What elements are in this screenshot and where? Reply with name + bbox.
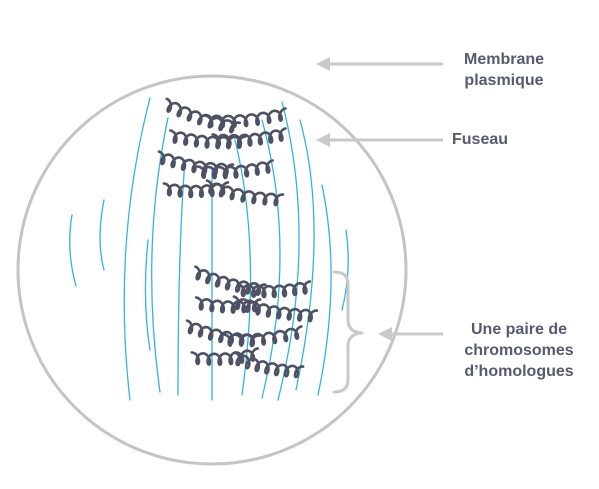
spindle-fibre: [69, 214, 77, 287]
chromosome-coil: [232, 295, 319, 323]
spindle-fibres: [69, 97, 349, 401]
pair-brace: [332, 270, 364, 394]
label-paire-line-2: chromosomes: [464, 342, 574, 359]
membrane-arrowhead: [316, 57, 330, 71]
spindle-fibre: [317, 184, 332, 396]
spindle-fibre: [144, 239, 151, 351]
spindle-fibre: [277, 101, 300, 401]
label-fuseau: Fuseau: [452, 131, 509, 148]
fuseau-arrowhead: [316, 133, 330, 147]
label-paire-line-1: Une paire de: [470, 321, 568, 338]
spindle-fibre: [151, 117, 169, 393]
spindle-fibre: [177, 159, 186, 396]
chromosome-coil: [205, 179, 285, 207]
spindle-fibre: [99, 199, 105, 271]
spindle-fibre: [295, 119, 315, 391]
chromosomes: [157, 97, 319, 379]
paire-arrowhead: [378, 327, 392, 341]
chromosome-coil: [190, 347, 259, 366]
spindle-fibre: [341, 229, 349, 311]
label-paire-chromosomes: Une paire de chromosomes d’homologues: [444, 319, 594, 382]
chromosome-coil: [222, 325, 303, 347]
label-paire-line-3: d’homologues: [464, 363, 574, 380]
spindle-fibre: [123, 97, 151, 401]
chromosome-coil: [233, 351, 305, 379]
label-arrows: [316, 57, 443, 341]
chromosome-coil: [211, 127, 287, 148]
spindle-fibre: [261, 119, 281, 399]
cell-membrane: [16, 74, 408, 466]
chromosome-coil: [236, 280, 312, 299]
spindle-fibre: [234, 139, 252, 396]
chromosome-coil: [203, 107, 287, 129]
label-membrane-line-1: Membrane: [463, 51, 545, 68]
chromosome-coil: [169, 129, 247, 150]
label-membrane-plasmique: Membrane plasmique: [452, 49, 556, 91]
label-membrane-line-2: plasmique: [464, 72, 544, 89]
chromosome-coil: [196, 159, 274, 180]
chromosome-coil: [157, 150, 235, 177]
chromosome-coil: [194, 296, 262, 314]
